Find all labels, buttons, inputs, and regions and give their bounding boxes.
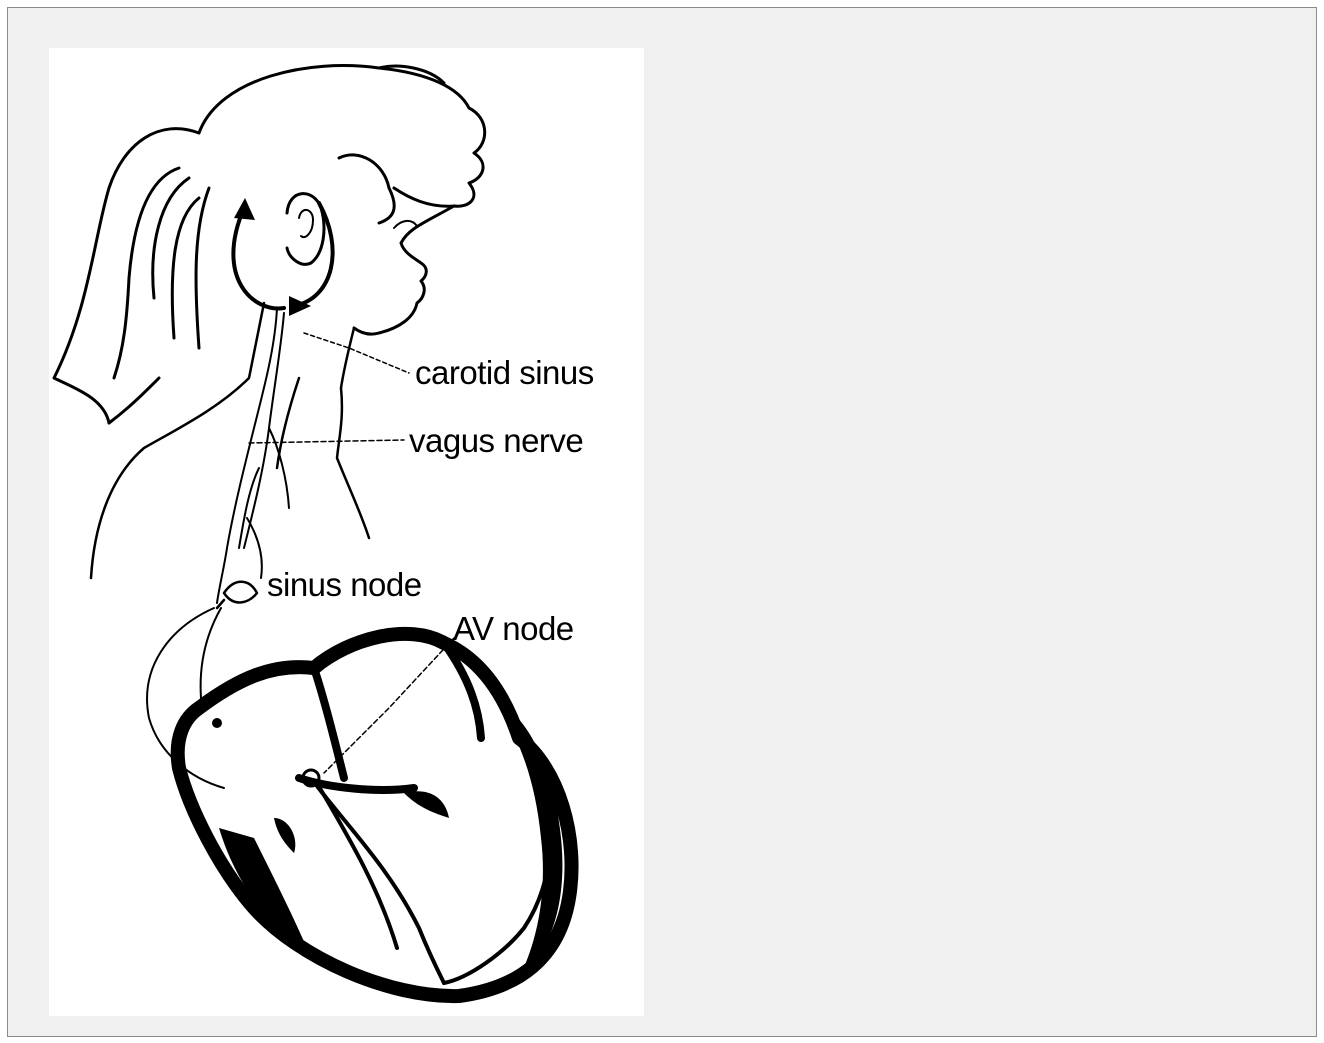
label-vagus-nerve: vagus nerve	[409, 424, 583, 457]
illustration	[49, 48, 644, 1016]
head-outline	[199, 66, 485, 223]
sinus-node	[217, 582, 257, 608]
carotid-sinus-leader	[304, 333, 409, 373]
av-node-leader	[324, 638, 454, 773]
label-carotid-sinus: carotid sinus	[415, 356, 594, 389]
vagus-nerve-leader	[249, 440, 404, 443]
viewer-frame: carotid sinus vagus nerve sinus node AV …	[7, 7, 1317, 1037]
label-av-node: AV node	[453, 612, 574, 645]
conduction-bundle	[317, 786, 550, 983]
atrium-dot	[212, 718, 222, 728]
papillary-muscle	[404, 791, 449, 818]
ponytail	[54, 129, 209, 423]
face-profile	[354, 206, 454, 334]
arrow-head-up	[234, 198, 255, 220]
anatomy-figure: carotid sinus vagus nerve sinus node AV …	[49, 48, 644, 1016]
septum-stub	[274, 818, 295, 853]
label-sinus-node: sinus node	[267, 568, 422, 601]
